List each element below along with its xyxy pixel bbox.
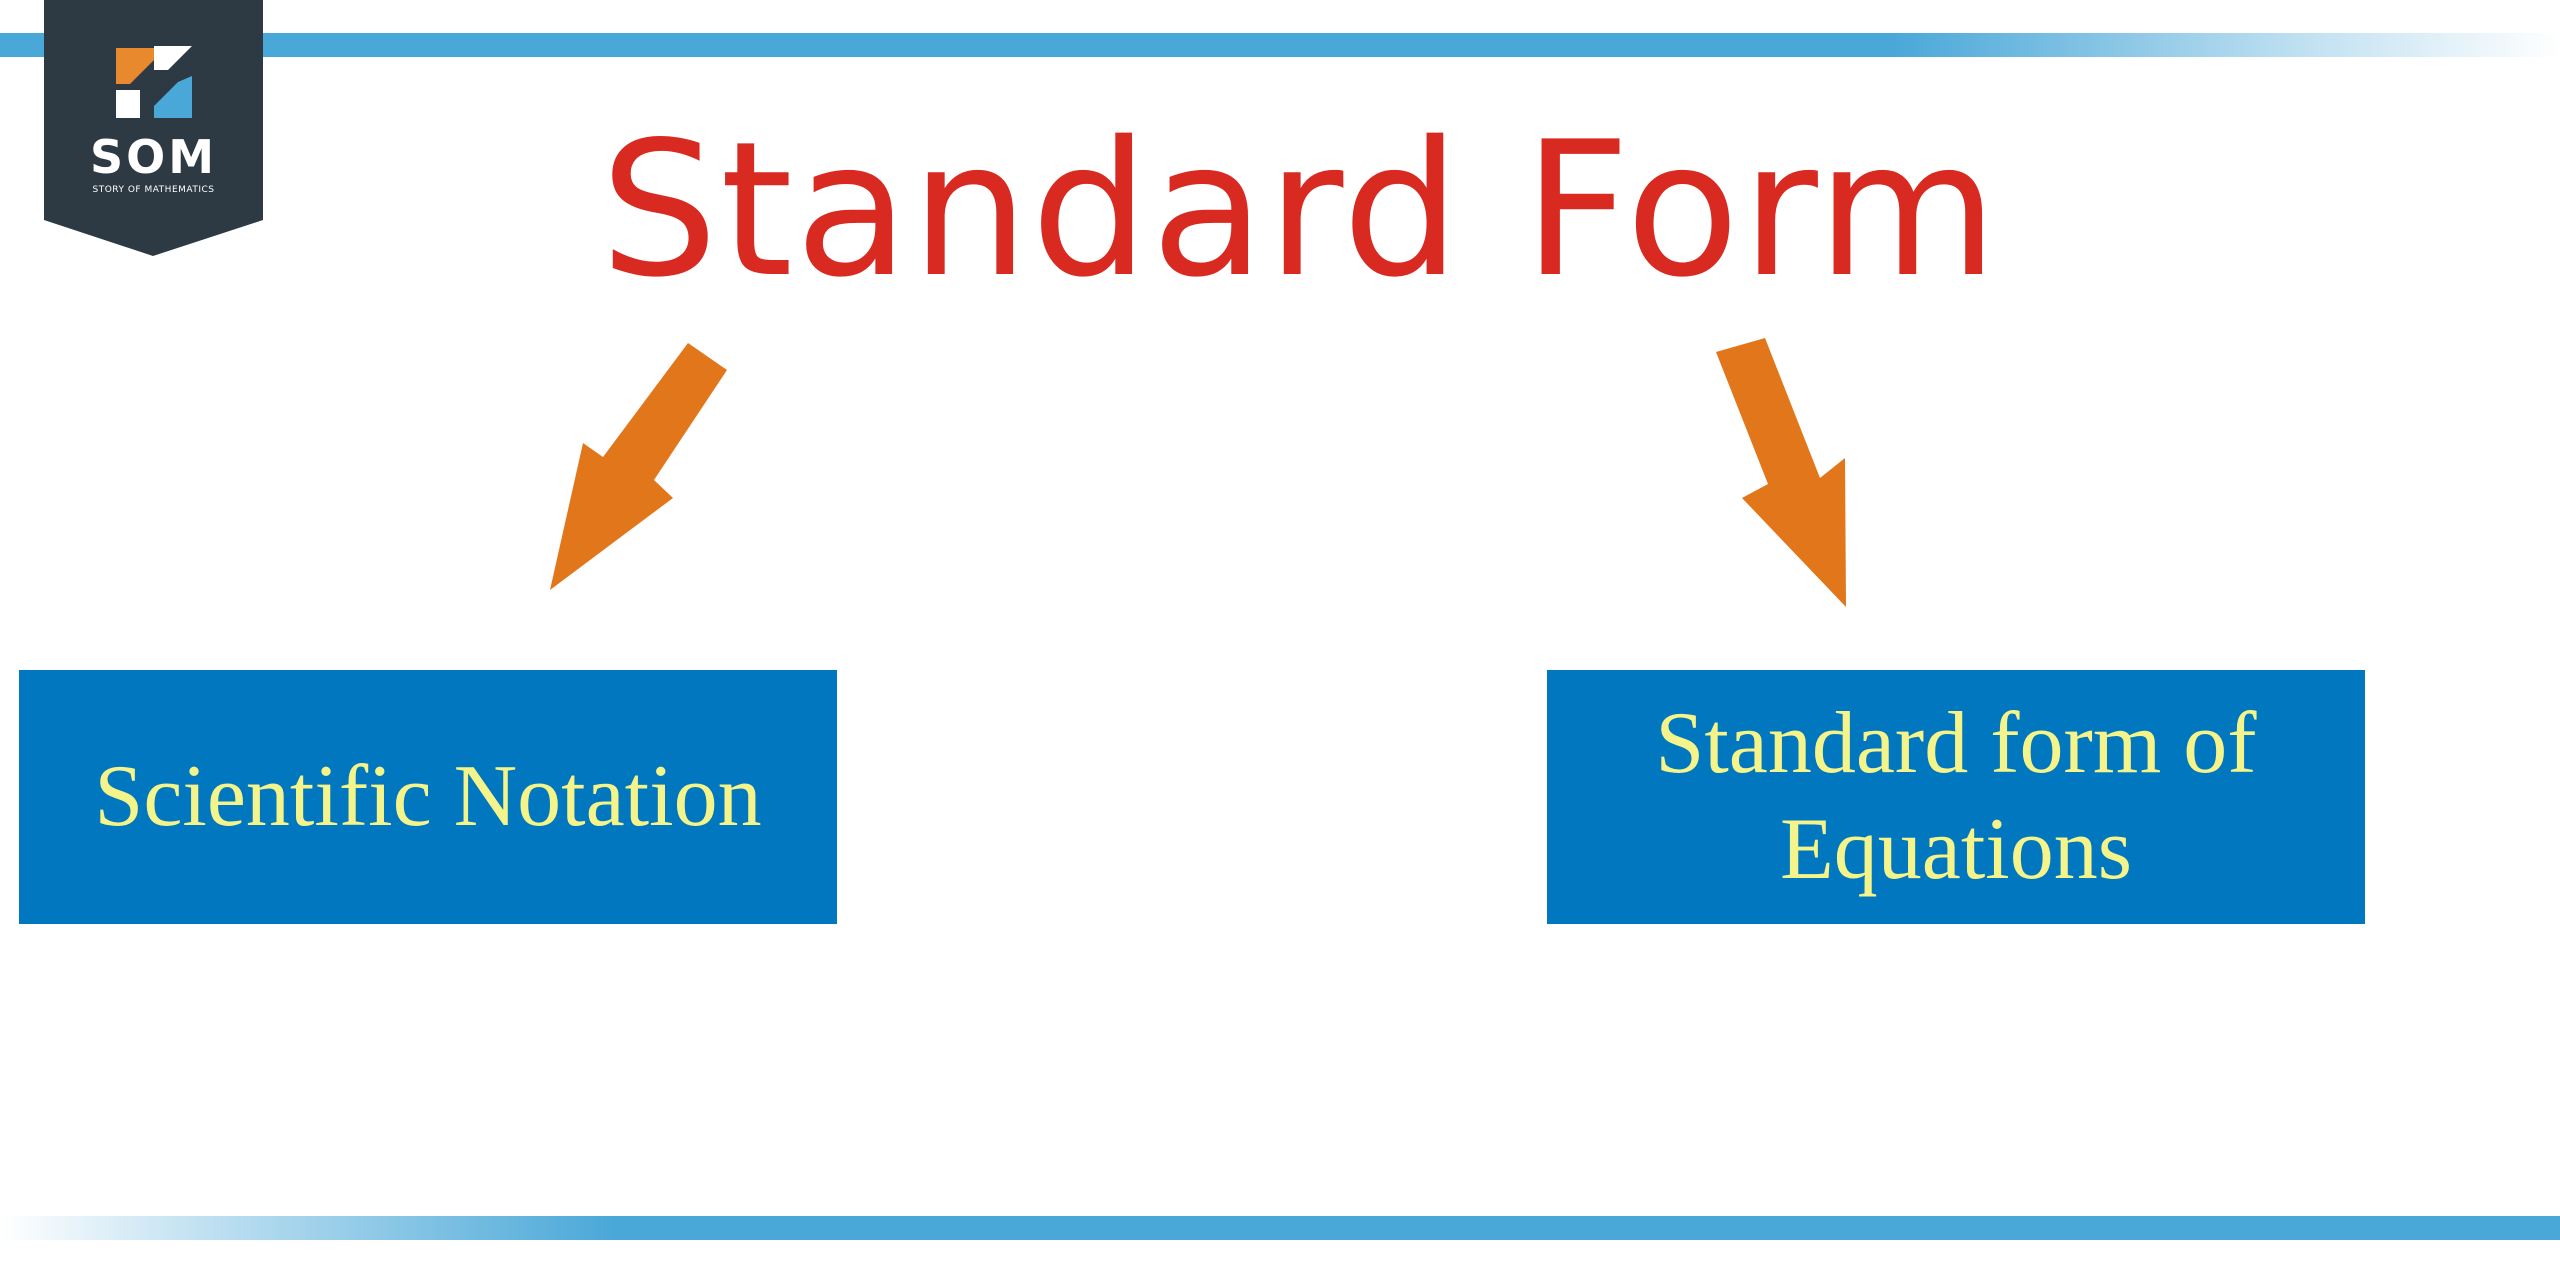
top-stripe (0, 33, 2560, 57)
branch-label: Scientific Notation (94, 748, 762, 845)
branch-box-standard-form-of-equations: Standard form of Equations (1547, 670, 2365, 924)
pinwheel-icon (116, 46, 192, 118)
arrow-left (550, 343, 727, 590)
som-logo: SOM STORY OF MATHEMATICS (44, 0, 263, 256)
bottom-stripe (0, 1216, 2560, 1240)
branch-label: Standard form of Equations (1655, 695, 2257, 898)
logo-tagline: STORY OF MATHEMATICS (92, 185, 215, 195)
logo-wordmark: SOM (89, 130, 217, 184)
arrow-right (1716, 338, 1846, 607)
logo-badge (44, 0, 263, 256)
branch-box-scientific-notation: Scientific Notation (19, 670, 837, 924)
diagram-title: Standard Form (600, 101, 2000, 318)
